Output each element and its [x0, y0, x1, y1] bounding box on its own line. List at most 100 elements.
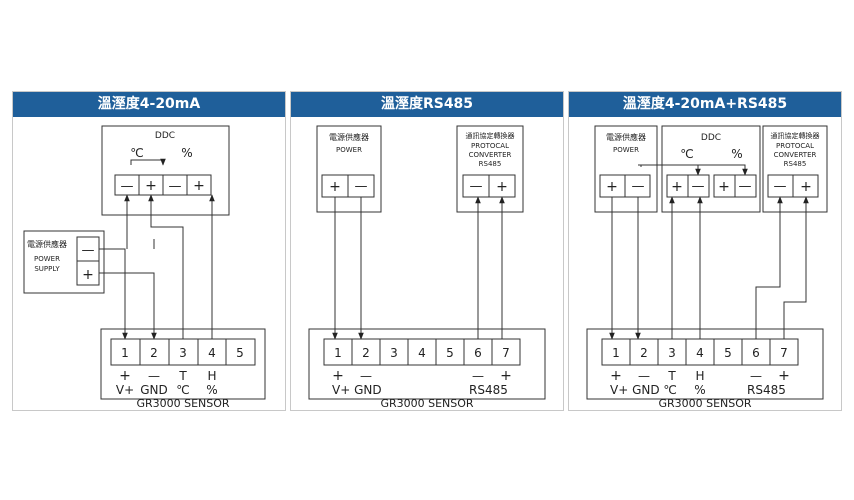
sensor-mark-4: H	[207, 369, 216, 383]
sensor-label-left: V+ GND ℃	[610, 383, 677, 397]
ddc-term-1: +	[671, 179, 683, 195]
sensor-name: GR3000 SENSOR	[658, 397, 751, 410]
converter-term-plus: +	[496, 179, 508, 195]
converter-label-en2: CONVERTER	[774, 151, 817, 159]
panel-4-20ma: 溫溼度4-20mA DDC ℃ % — + — + 電源供應器 POWE	[12, 91, 286, 411]
wiring-diagram-rs485: 電源供應器 POWER + — 通訊協定轉換器 PROTOCAL CONVERT…	[308, 125, 546, 410]
sensor-label-4: %	[206, 383, 217, 397]
power-term-plus: +	[329, 179, 341, 195]
sensor-label-left: V+ GND	[332, 383, 382, 397]
sensor-mark-2: —	[360, 369, 372, 383]
sensor-pin-3: 3	[179, 346, 187, 360]
sensor-pin-6: 6	[474, 346, 482, 360]
ddc-title: DDC	[155, 131, 175, 141]
sensor-pin-5: 5	[446, 346, 454, 360]
converter-label-en1: PROTOCAL	[776, 142, 814, 150]
sensor-pin-6: 6	[752, 346, 760, 360]
panel-title: 溫溼度4-20mA+RS485	[569, 92, 841, 117]
sensor-mark-1: +	[119, 368, 131, 384]
wires	[332, 196, 505, 340]
converter-label-en1: PROTOCAL	[471, 142, 509, 150]
sensor-box: 1 2 3 4 5 6 7 + — T H — + V+ GND ℃ % RS4…	[586, 328, 824, 410]
power-term-minus: —	[632, 179, 645, 194]
sensor-pin-1: 1	[121, 346, 129, 360]
ddc-box: DDC ℃ % — + — +	[101, 125, 230, 216]
sensor-mark-6: —	[750, 369, 762, 383]
sensor-pin-1: 1	[612, 346, 620, 360]
power-supply-box: 電源供應器 POWER + —	[316, 125, 382, 213]
sensor-name: GR3000 SENSOR	[136, 397, 229, 410]
converter-term-minus: —	[470, 179, 483, 194]
ddc-term-3: +	[718, 179, 730, 195]
ddc-box: DDC ℃ % + — + —	[661, 125, 761, 213]
power-label-cn: 電源供應器	[329, 132, 369, 142]
protocol-converter-box: 通訊協定轉換器 PROTOCAL CONVERTER RS485 — +	[762, 125, 828, 213]
ddc-term-4: —	[739, 179, 752, 194]
sensor-label-right: RS485	[747, 383, 786, 397]
power-label-en: POWER	[336, 146, 362, 154]
power-label-en: POWER	[613, 146, 639, 154]
panel-title: 溫溼度RS485	[291, 92, 563, 117]
sensor-pin-2: 2	[150, 346, 158, 360]
sensor-pin-3: 3	[390, 346, 398, 360]
sensor-pin-4: 4	[418, 346, 426, 360]
sensor-label-1: V+	[116, 383, 134, 397]
power-term-plus: +	[606, 179, 618, 195]
power-label-en1: POWER	[34, 255, 60, 263]
sensor-mark-3: T	[178, 369, 187, 383]
power-term-minus: —	[355, 179, 368, 194]
wires	[99, 194, 215, 340]
sensor-mark-7: +	[778, 368, 790, 384]
sensor-label-right: RS485	[469, 383, 508, 397]
sensor-pin-4: 4	[696, 346, 704, 360]
ddc-hum-unit: %	[181, 146, 192, 160]
ddc-title: DDC	[701, 133, 721, 143]
sensor-pin-7: 7	[780, 346, 788, 360]
converter-label-cn: 通訊協定轉換器	[771, 131, 820, 140]
converter-term-minus: —	[774, 179, 787, 194]
ddc-temp-unit: ℃	[130, 146, 143, 160]
sensor-mark-2: —	[638, 369, 650, 383]
power-supply-box: 電源供應器 POWER SUPPLY — +	[23, 230, 105, 294]
sensor-mark-3: T	[667, 369, 676, 383]
panel-title: 溫溼度4-20mA	[13, 92, 285, 117]
converter-label-en3: RS485	[479, 160, 502, 168]
ddc-term-2: +	[145, 178, 157, 194]
sensor-mark-1: +	[610, 368, 622, 384]
panel-4-20ma-rs485: 溫溼度4-20mA+RS485 電源供應器 POWER + — DDC ℃ %	[568, 91, 842, 411]
sensor-mark-1: +	[332, 368, 344, 384]
sensor-mark-4: H	[695, 369, 704, 383]
converter-label-cn: 通訊協定轉換器	[466, 131, 515, 140]
power-label-cn: 電源供應器	[606, 132, 646, 142]
power-term-minus: —	[82, 243, 95, 258]
ddc-term-2: —	[692, 179, 705, 194]
sensor-pin-3: 3	[668, 346, 676, 360]
wires	[609, 164, 809, 340]
sensor-mark-6: —	[472, 369, 484, 383]
sensor-pin-1: 1	[334, 346, 342, 360]
sensor-name: GR3000 SENSOR	[380, 397, 473, 410]
wiring-diagram-4-20ma-rs485: 電源供應器 POWER + — DDC ℃ % + — + — 通訊協定轉換器 …	[586, 125, 828, 410]
sensor-label-3: ℃	[176, 383, 189, 397]
sensor-pin-4: 4	[208, 346, 216, 360]
sensor-pin-5: 5	[236, 346, 244, 360]
ddc-term-4: +	[193, 178, 205, 194]
ddc-temp-unit: ℃	[680, 147, 693, 161]
ddc-term-3: —	[169, 179, 182, 194]
power-label-cn: 電源供應器	[27, 239, 67, 249]
power-term-plus: +	[82, 267, 94, 283]
converter-term-plus: +	[800, 179, 812, 195]
sensor-mark-2: —	[148, 369, 160, 383]
wiring-diagram-4-20ma: DDC ℃ % — + — + 電源供應器 POWER SUPPLY — +	[23, 125, 266, 410]
protocol-converter-box: 通訊協定轉換器 PROTOCAL CONVERTER RS485 — +	[456, 125, 524, 213]
sensor-box: 1 2 3 4 5 6 7 + — — + V+ GND RS485 GR300…	[308, 328, 546, 410]
sensor-label-2: GND	[140, 383, 168, 397]
converter-label-en3: RS485	[784, 160, 807, 168]
panel-rs485: 溫溼度RS485 電源供應器 POWER + — 通訊協定轉換器 PROTOCA…	[290, 91, 564, 411]
ddc-term-1: —	[121, 179, 134, 194]
sensor-box: 1 2 3 4 5 + — T H V+ GND ℃ % GR3000 SENS…	[100, 328, 266, 410]
sensor-mark-7: +	[500, 368, 512, 384]
ddc-hum-unit: %	[731, 147, 742, 161]
sensor-pin-5: 5	[724, 346, 732, 360]
sensor-label-mid: %	[694, 383, 705, 397]
